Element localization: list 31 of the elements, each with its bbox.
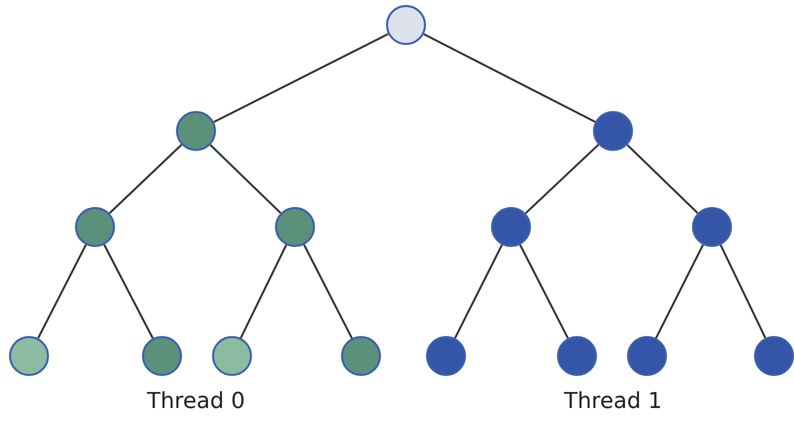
connector-line [423, 33, 596, 123]
group-label: Thread 0 [147, 389, 245, 414]
connector-line [37, 244, 87, 339]
tree-node-circle [142, 336, 182, 376]
connector-line [108, 144, 182, 214]
tree-node-circle [692, 207, 732, 247]
tree-node-circle [212, 336, 252, 376]
tree-node-circle [386, 5, 426, 45]
tree-node-circle [627, 336, 667, 376]
tree-node-circle [176, 111, 216, 151]
tree-node-circle [75, 207, 115, 247]
connector-line [213, 33, 389, 123]
connector-line [655, 244, 704, 339]
group-label: Thread 1 [564, 389, 662, 414]
connector-line [524, 144, 600, 214]
connector-line [626, 144, 698, 214]
tree-node-circle [341, 336, 381, 376]
connector-line [103, 244, 154, 339]
tree-node-circle [593, 111, 633, 151]
tree-node-circle [491, 207, 531, 247]
tree-node-circle [557, 336, 597, 376]
connector-line [240, 244, 288, 338]
connector-line [303, 244, 353, 339]
tree-node-circle [9, 336, 49, 376]
tree-node-circle [275, 207, 315, 247]
connector-line [454, 244, 503, 339]
connector-line [210, 144, 282, 214]
connector-line [720, 244, 766, 338]
tree-node-circle [754, 336, 794, 376]
connector-line [519, 244, 569, 339]
tree-node-circle [426, 336, 466, 376]
